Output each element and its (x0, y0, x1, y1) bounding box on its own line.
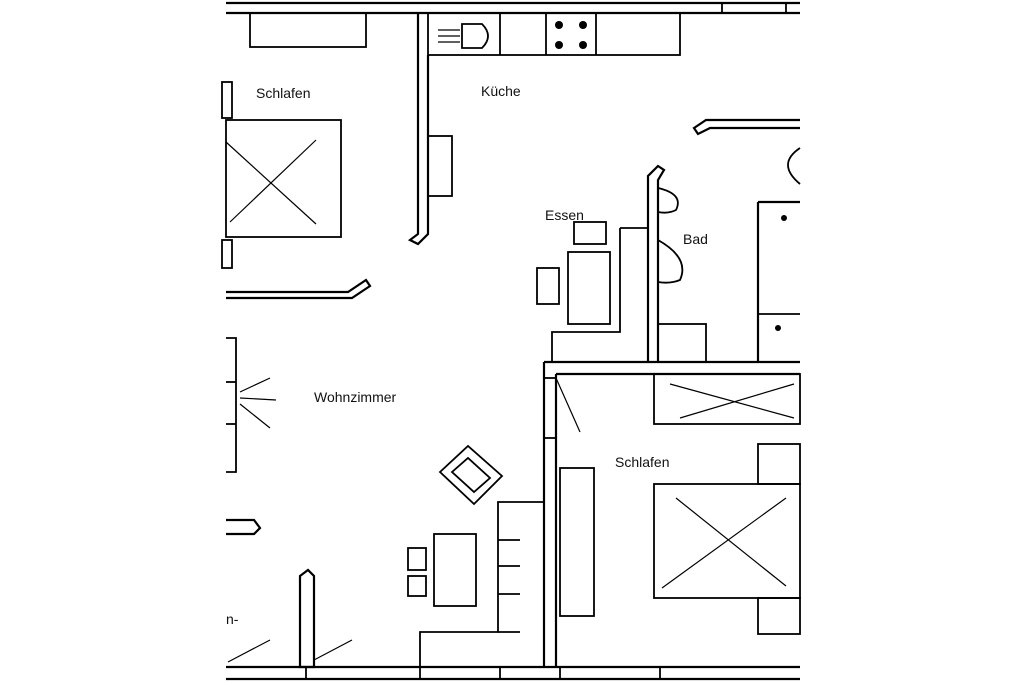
window-left (226, 337, 277, 473)
label-wohnzimmer: Wohnzimmer (314, 389, 397, 405)
nightstand-lower-top (757, 443, 801, 485)
label-partial: n- (226, 611, 239, 627)
label-essen: Essen (545, 207, 584, 223)
shelf-unit (419, 501, 544, 667)
armchair-icon (438, 444, 504, 506)
bath-cabinet (657, 323, 707, 363)
sink-icon (438, 23, 489, 49)
nightstand-top (221, 81, 233, 119)
coffee-table (433, 533, 477, 607)
washbasin-icon (787, 147, 801, 185)
bathroom-walls (551, 164, 800, 362)
label-schlafen-bottom: Schlafen (615, 454, 669, 470)
top-exterior-wall (226, 1, 800, 15)
dining-chair-left (536, 267, 560, 305)
wall-stub-left (226, 518, 262, 536)
partition-wall-kitchen (407, 13, 453, 246)
bed-top-left (225, 119, 342, 238)
stove-icon (555, 21, 587, 49)
sink-bath-icon (657, 239, 684, 284)
wardrobe-top-left (249, 12, 367, 48)
nightstand-lower-bottom (757, 597, 801, 635)
wardrobe-lower-bedroom (653, 373, 801, 425)
bedroom-wall-lower (226, 278, 372, 300)
label-bad: Bad (683, 231, 708, 247)
bottom-exterior-wall (226, 665, 800, 681)
side-chair-top (407, 547, 427, 571)
kitchen-counter (427, 12, 681, 56)
entrance-door (227, 568, 353, 669)
label-kueche: Küche (481, 83, 521, 99)
label-schlafen-top: Schlafen (256, 85, 310, 101)
toilet-icon (657, 187, 679, 214)
dining-table (567, 251, 611, 325)
dining-chair-top (573, 221, 607, 245)
bed-lower-right (653, 483, 801, 599)
bedroom-partition-wall (542, 360, 800, 667)
side-chair-bottom (407, 575, 427, 597)
desk-lower-bedroom (559, 467, 595, 617)
hall-wall-stub (692, 118, 800, 136)
nightstand-bottom (221, 239, 233, 269)
